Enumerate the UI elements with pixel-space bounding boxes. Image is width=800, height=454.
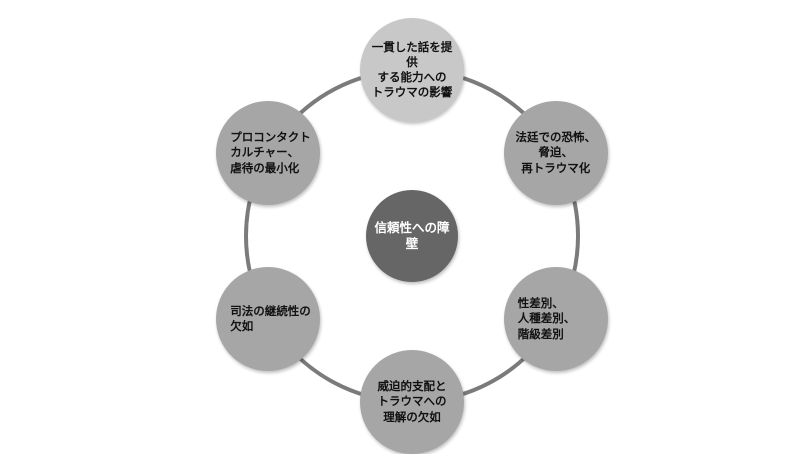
node-court-fear-retraumatization: 法廷での恐怖、 脅迫、 再トラウマ化 bbox=[503, 101, 608, 205]
center-node-credibility-barriers: 信頼性への障壁 bbox=[366, 190, 458, 282]
node-discrimination: 性差別、 人種差別、 階級差別 bbox=[503, 267, 608, 371]
center-node-label: 信頼性への障壁 bbox=[374, 219, 450, 252]
node-label: 司法の継続性の 欠如 bbox=[230, 303, 311, 333]
node-coercive-control: 威迫的支配と トラウマへの 理解の欠如 bbox=[360, 350, 464, 454]
node-judicial-discontinuity: 司法の継続性の 欠如 bbox=[216, 267, 321, 371]
node-label: プロコンタクト カルチャー、 虐待の最小化 bbox=[230, 130, 311, 175]
node-pro-contact-culture: プロコンタクト カルチャー、 虐待の最小化 bbox=[216, 101, 321, 205]
node-trauma-impact-on-narrative: 一貫した話を提供 する能力への トラウマの影響 bbox=[360, 18, 464, 122]
node-label: 一貫した話を提供 する能力への トラウマの影響 bbox=[371, 39, 453, 100]
node-label: 法廷での恐怖、 脅迫、 再トラウマ化 bbox=[515, 130, 597, 175]
node-label: 性差別、 人種差別、 階級差別 bbox=[517, 296, 576, 341]
node-label: 威迫的支配と トラウマへの 理解の欠如 bbox=[377, 379, 447, 424]
